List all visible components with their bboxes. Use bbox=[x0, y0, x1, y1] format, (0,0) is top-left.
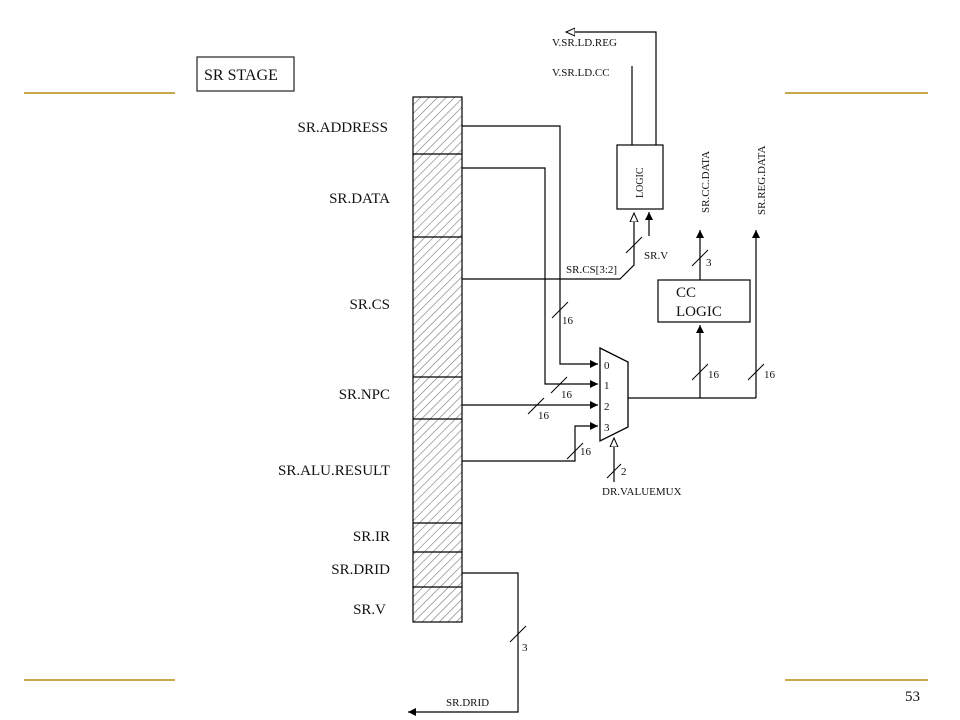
width-reg-out: 16 bbox=[764, 369, 776, 381]
logic-box bbox=[616, 144, 664, 210]
mux-input-1: 1 bbox=[604, 380, 610, 392]
width-cc-in: 16 bbox=[708, 369, 720, 381]
wire-data bbox=[462, 167, 598, 388]
title-box bbox=[196, 56, 295, 92]
mux-input-3: 3 bbox=[604, 422, 610, 434]
width-cc-out: 3 bbox=[706, 257, 712, 269]
cc-logic-line1: CC bbox=[676, 285, 696, 301]
output-drid-label: SR.DRID bbox=[446, 697, 489, 709]
cc-logic-line2: LOGIC bbox=[676, 304, 722, 320]
width-npc: 16 bbox=[538, 410, 550, 422]
wire-cs-to-logic bbox=[462, 213, 634, 280]
width-data: 16 bbox=[561, 389, 573, 401]
width-drid: 3 bbox=[522, 642, 528, 654]
logic-input-cs: SR.CS[3:2] bbox=[566, 264, 617, 276]
logic-output-ld-cc: V.SR.LD.CC bbox=[552, 67, 610, 79]
mux-select-label: DR.VALUEMUX bbox=[602, 486, 682, 498]
field-label-npc: SR.NPC bbox=[339, 387, 390, 403]
field-label-drid: SR.DRID bbox=[331, 562, 390, 578]
mux-input-2: 2 bbox=[604, 401, 610, 413]
field-label-alu-result: SR.ALU.RESULT bbox=[278, 463, 390, 479]
output-cc-data: SR.CC.DATA bbox=[700, 151, 712, 213]
title-box-label: SR STAGE bbox=[204, 67, 278, 84]
value-mux bbox=[599, 346, 629, 443]
wire-address bbox=[462, 125, 598, 368]
wire-ld-reg bbox=[566, 32, 657, 145]
output-reg-data: SR.REG.DATA bbox=[756, 146, 768, 215]
logic-box-label: LOGIC bbox=[635, 167, 646, 198]
cc-logic-box bbox=[657, 279, 751, 323]
logic-output-ld-reg: V.SR.LD.REG bbox=[552, 37, 617, 49]
field-label-v: SR.V bbox=[353, 602, 386, 618]
mux-select-width: 2 bbox=[621, 466, 627, 478]
field-label-address: SR.ADDRESS bbox=[298, 120, 388, 136]
wire-alu-result bbox=[462, 422, 598, 462]
mux-input-0: 0 bbox=[604, 360, 610, 372]
page-number: 53 bbox=[905, 689, 920, 705]
pipeline-register bbox=[412, 96, 463, 623]
field-label-ir: SR.IR bbox=[353, 529, 390, 545]
field-label-cs: SR.CS bbox=[350, 297, 390, 313]
wire-drid-out bbox=[408, 572, 519, 716]
width-alu: 16 bbox=[580, 446, 592, 458]
width-address: 16 bbox=[562, 315, 574, 327]
field-label-data: SR.DATA bbox=[329, 191, 390, 207]
logic-input-v: SR.V bbox=[644, 250, 668, 262]
